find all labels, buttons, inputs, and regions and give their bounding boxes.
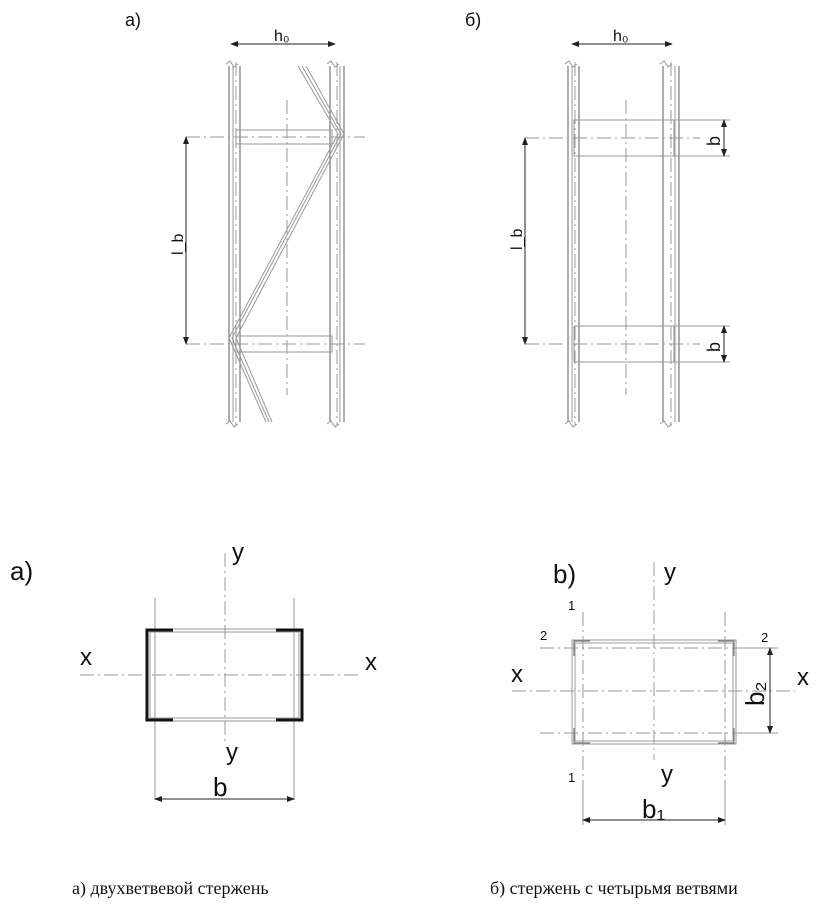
bottom-right-axis-y-top: y bbox=[664, 559, 676, 586]
bottom-left-axis-y-bottom: y bbox=[226, 739, 238, 766]
bottom-left-dim-b-label: b bbox=[213, 772, 227, 802]
top-left-tag: а) bbox=[125, 10, 141, 30]
bottom-left-axis-y-top: y bbox=[232, 539, 244, 566]
batten-column-elevation bbox=[522, 41, 730, 428]
bottom-right-dim-b2-label: b₂ bbox=[740, 681, 770, 706]
top-right-dim-h0-label: h₀ bbox=[613, 28, 629, 45]
bottom-right-tag: b) bbox=[553, 559, 576, 589]
bottom-left-tag: а) bbox=[10, 556, 33, 586]
two-branch-section bbox=[80, 553, 358, 802]
bottom-right-axis-2-right: 2 bbox=[761, 630, 768, 645]
bottom-left-axis-x-left: x bbox=[80, 644, 92, 671]
bottom-right-axis-x-right: x bbox=[797, 664, 809, 691]
top-right-tag: б) bbox=[465, 10, 481, 30]
caption-left: а) двухветвевой стержень bbox=[72, 878, 269, 898]
four-branch-section bbox=[512, 562, 795, 825]
bottom-right-axis-x-left: x bbox=[511, 661, 523, 688]
bottom-right-axis-2-left: 2 bbox=[540, 628, 547, 643]
top-left-dim-h0-label: h₀ bbox=[274, 28, 290, 45]
bottom-right-axis-1-top: 1 bbox=[568, 598, 575, 613]
lattice-column-elevation bbox=[183, 41, 365, 428]
bottom-right-dim-b1-label: b₁ bbox=[642, 794, 665, 824]
top-right-dim-b-top-label: b bbox=[704, 136, 724, 146]
top-right-dim-b-bottom-label: b bbox=[704, 342, 724, 352]
caption-right: б) стержень с четырьмя ветвями bbox=[490, 878, 738, 898]
top-right-dim-lb-label: l_b bbox=[509, 229, 526, 250]
bottom-right-axis-y-bottom: y bbox=[661, 761, 673, 788]
bottom-left-axis-x-right: x bbox=[365, 649, 377, 676]
bottom-right-axis-1-bottom: 1 bbox=[568, 770, 575, 785]
top-left-dim-lb-label: l_b bbox=[170, 234, 187, 255]
